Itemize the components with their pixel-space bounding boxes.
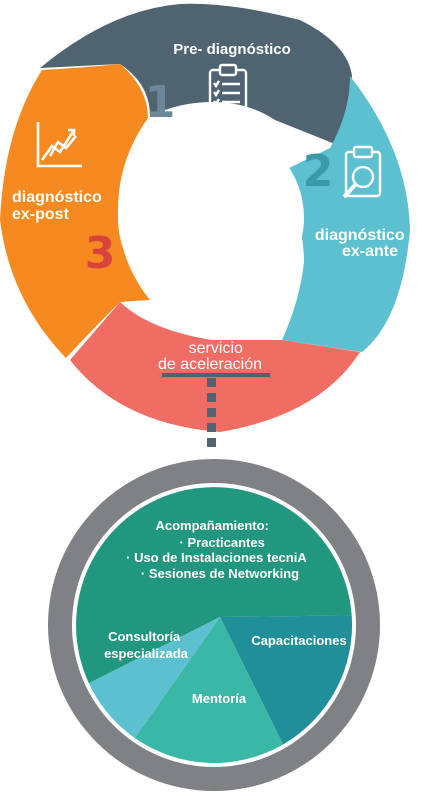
- clipboard-magnifier-icon: [342, 145, 382, 199]
- slice-acompanamiento: [76, 487, 352, 684]
- segment-label-ex-post: diagnóstico ex-post: [12, 189, 106, 223]
- segment-label-ex-ante: diagnóstico ex-ante: [315, 227, 409, 260]
- clipboard-checklist-icon: [208, 63, 248, 116]
- slice-consultoria: [88, 617, 221, 738]
- slice-label-acompanamiento: Acompañamiento: · Practicantes · Uso de …: [126, 518, 310, 581]
- segment-ex-ante: [275, 76, 410, 352]
- segment-number-2: 2: [303, 146, 334, 197]
- slice-capacitaciones: [220, 615, 353, 745]
- segment-label-aceleracion: servicio de aceleración: [158, 340, 262, 373]
- slice-label-capacitaciones: Capacitaciones: [251, 633, 346, 648]
- segment-number-3: 3: [85, 228, 116, 279]
- slice-label-mentoria: Mentoría: [192, 691, 247, 706]
- slice-label-consultoria: Consultoría especializada: [104, 629, 189, 661]
- segment-pre-diagnostico: [40, 3, 352, 144]
- dotted-connector: [207, 378, 216, 447]
- segment-aceleracion: [70, 302, 360, 432]
- slice-mentoria: [134, 617, 283, 763]
- segment-label-pre-diagnostico: Pre- diagnóstico: [173, 41, 291, 58]
- cycle: 1 2 3 Pre- diagnóstico diagnóstico ex-an…: [0, 3, 410, 447]
- growth-chart-icon: [36, 122, 82, 168]
- segment-number-1: 1: [145, 77, 176, 128]
- services-pie: Acompañamiento: · Practicantes · Uso de …: [48, 459, 380, 791]
- cycle-center: [118, 125, 304, 311]
